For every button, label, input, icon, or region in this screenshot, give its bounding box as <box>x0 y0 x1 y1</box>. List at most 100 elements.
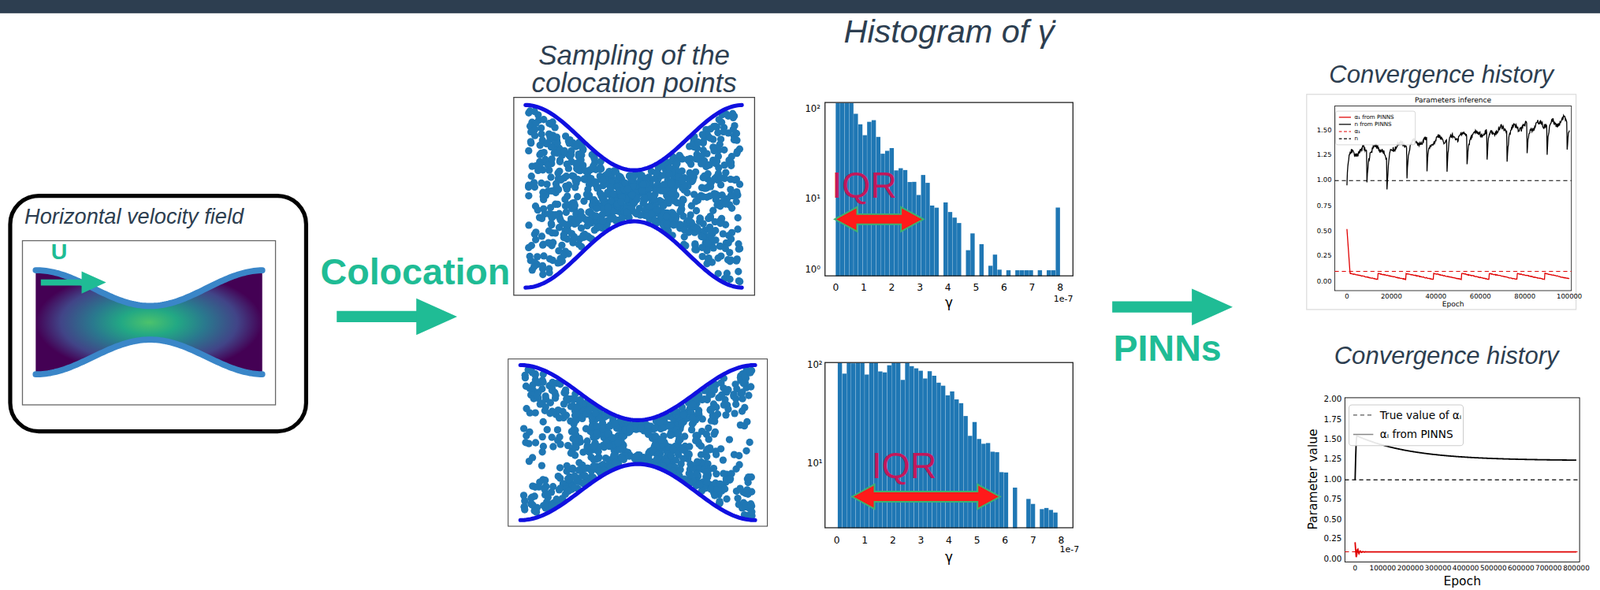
sample-point <box>561 386 570 394</box>
sample-point <box>692 207 700 215</box>
sample-point <box>640 194 648 202</box>
sample-point <box>590 196 598 204</box>
sample-point <box>538 215 546 223</box>
axis-label: 20000 <box>1380 293 1403 301</box>
sample-point <box>699 219 707 227</box>
sample-point <box>550 123 559 131</box>
legend-sample <box>1353 409 1374 421</box>
image-frame <box>22 241 276 406</box>
sample-point <box>546 173 555 181</box>
axis-label: Epoch <box>1442 301 1465 309</box>
sample-point <box>589 462 597 470</box>
sample-point <box>710 465 718 473</box>
sample-point <box>700 172 708 180</box>
sample-point <box>538 461 546 469</box>
axis-label: 0.00 <box>1323 556 1342 565</box>
legend-entry: α₁ from PINNS <box>1339 114 1395 120</box>
sample-point <box>545 265 553 273</box>
sample-point <box>643 422 652 430</box>
axis-label: 1.25 <box>1323 456 1342 465</box>
sample-point <box>543 180 551 188</box>
sample-point <box>730 409 738 417</box>
axis-label: 700000 <box>1535 565 1563 574</box>
histogram-bar <box>1028 270 1033 277</box>
sample-point <box>539 240 547 248</box>
sample-point <box>580 197 588 205</box>
arrow-head <box>1191 288 1233 326</box>
histogram-bar <box>936 383 941 529</box>
axis-label: 40000 <box>1425 293 1447 301</box>
sample-point <box>676 221 684 229</box>
histogram-bar <box>876 137 881 277</box>
sample-point <box>548 187 556 195</box>
sample-point <box>717 379 725 387</box>
sample-point <box>717 445 725 453</box>
sample-point <box>524 192 533 200</box>
axis-label: 0 <box>1344 293 1349 301</box>
sample-point <box>712 403 720 411</box>
histogram-bar <box>930 205 934 277</box>
histogram-bar <box>979 244 984 277</box>
sample-point <box>567 450 575 458</box>
sample-point <box>712 450 720 458</box>
sample-point <box>521 374 529 382</box>
sample-point <box>733 149 741 157</box>
axis-label: 0.75 <box>1323 495 1342 504</box>
axis-label: 0.25 <box>1323 535 1342 544</box>
sample-point <box>688 171 696 179</box>
sample-point <box>604 170 612 178</box>
histogram-bar <box>941 386 946 529</box>
sample-point <box>659 187 667 195</box>
sample-point <box>560 252 568 260</box>
sample-point <box>678 177 686 185</box>
sample-point <box>539 262 547 270</box>
histogram-bar <box>1019 270 1024 277</box>
axis-label: 200000 <box>1397 565 1425 574</box>
sample-point <box>565 476 573 484</box>
convergence-curves <box>1334 115 1580 559</box>
sample-point <box>555 433 563 441</box>
sample-point <box>694 138 702 146</box>
axis-label: 5 <box>974 535 981 546</box>
histogram-bar <box>907 182 912 277</box>
legend-sample <box>1339 121 1352 127</box>
sample-point <box>541 392 549 400</box>
sample-point <box>559 219 567 227</box>
sample-point <box>688 415 696 423</box>
sample-point <box>575 216 583 224</box>
sample-point <box>617 197 625 205</box>
sample-point <box>733 257 741 265</box>
diagram-node: Convergence history <box>1301 392 1593 589</box>
axis-label: 4 <box>945 282 952 293</box>
axes-frame <box>1334 106 1571 291</box>
sample-point <box>667 179 675 187</box>
sample-point <box>717 181 725 189</box>
node-text: Convergence history <box>1328 59 1554 89</box>
sample-point <box>622 208 630 216</box>
histogram-bar <box>948 212 953 277</box>
sample-point <box>532 439 540 447</box>
sample-point <box>716 219 724 227</box>
sample-point <box>697 442 705 451</box>
sample-point <box>710 430 718 438</box>
sample-point <box>550 389 559 397</box>
sample-point <box>688 401 696 409</box>
sample-point <box>735 452 743 460</box>
sample-point <box>666 421 674 429</box>
axis-label: 0.75 <box>1317 202 1333 209</box>
sample-point <box>555 414 563 422</box>
legend-line <box>1353 414 1374 417</box>
axis-label: 8 <box>1058 535 1065 546</box>
legend-sample <box>1339 128 1352 134</box>
sample-point <box>539 193 547 201</box>
sample-point <box>568 427 576 436</box>
sample-point <box>639 180 647 188</box>
histogram-bar <box>1039 509 1044 529</box>
sample-point <box>549 483 557 491</box>
sample-point <box>666 171 674 179</box>
sample-point <box>723 269 731 277</box>
axis-label: 0.50 <box>1323 516 1342 525</box>
axis-label: 7 <box>1029 282 1036 293</box>
histogram-bar <box>993 254 998 277</box>
node-text: Histogram of γ̇ <box>843 13 1054 52</box>
